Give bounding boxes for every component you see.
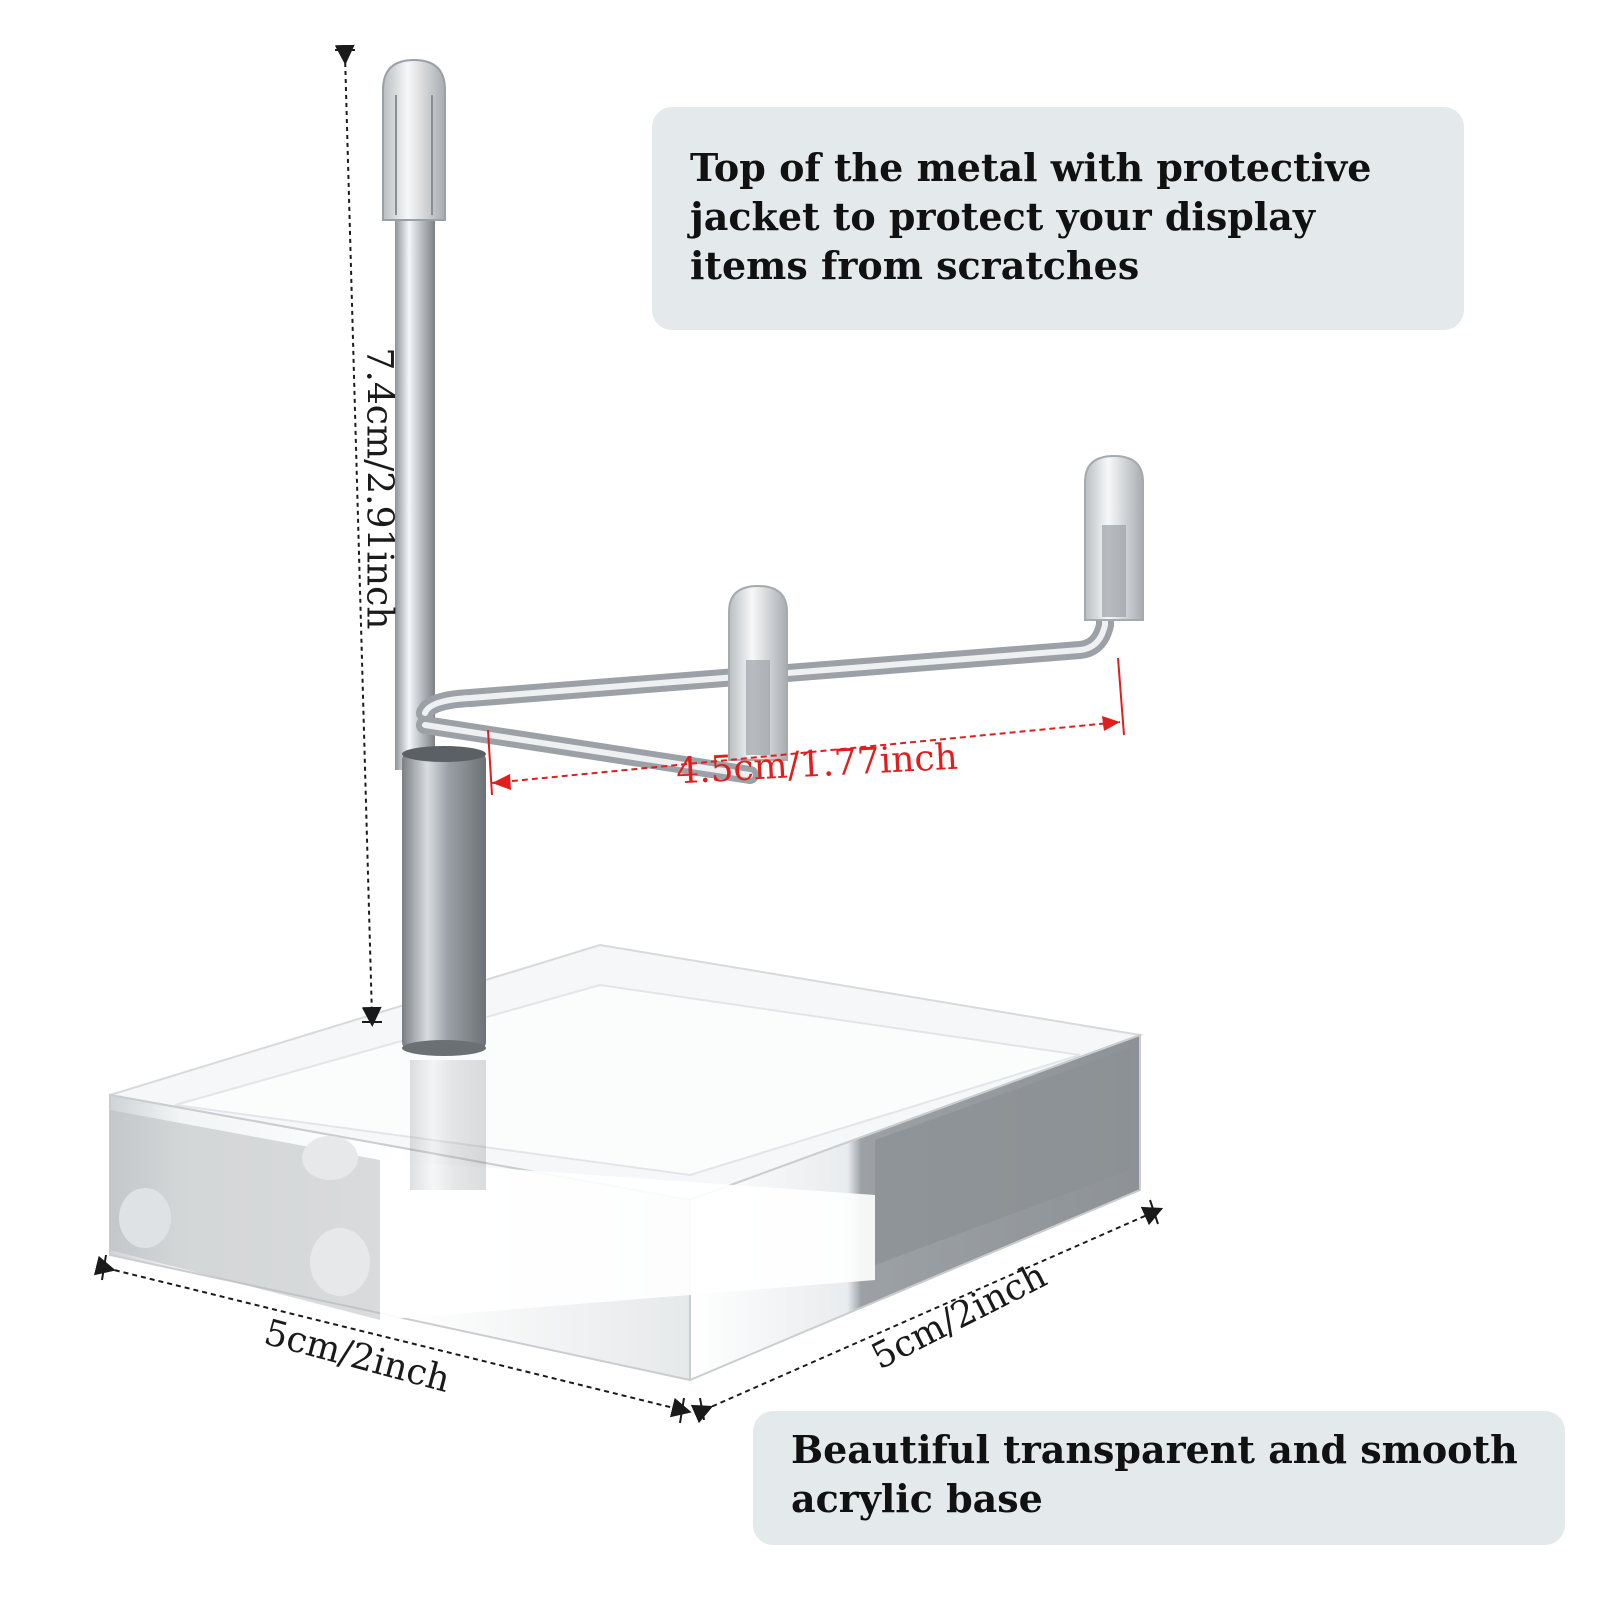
top-feature-callout: Top of the metal with protective jacket … bbox=[652, 107, 1464, 330]
base-right-dimension bbox=[690, 1199, 1164, 1424]
arm-dimension bbox=[487, 657, 1125, 796]
cap-inner-rod bbox=[746, 660, 770, 755]
base-left-dimension bbox=[93, 1254, 692, 1424]
base-foot bbox=[310, 1228, 370, 1296]
rod-sleeve-top bbox=[402, 746, 486, 762]
arm-wire-front-highlight bbox=[422, 722, 753, 778]
height-dimension-line bbox=[334, 44, 382, 1027]
base-feature-text: Beautiful transparent and smooth acrylic… bbox=[791, 1427, 1518, 1521]
top-feature-text: Top of the metal with protective jacket … bbox=[690, 145, 1372, 288]
cap-inner-rod bbox=[1102, 525, 1126, 617]
base-foot bbox=[302, 1136, 358, 1180]
rod-shaft bbox=[395, 200, 435, 770]
rod-reflection bbox=[410, 1060, 486, 1190]
base-feature-callout: Beautiful transparent and smooth acrylic… bbox=[753, 1411, 1565, 1545]
rod-sleeve bbox=[402, 752, 486, 1050]
height-dimension-label: 7.4cm/2.91inch bbox=[358, 347, 400, 630]
arm-dimension-line bbox=[491, 721, 1121, 784]
top-protective-cap bbox=[382, 58, 446, 221]
base-foot bbox=[119, 1188, 171, 1248]
rod-sleeve-bottom bbox=[402, 1040, 486, 1056]
support-arm bbox=[416, 454, 1144, 784]
base-right-dimension-line bbox=[690, 1206, 1164, 1424]
vertical-rod bbox=[382, 58, 486, 1056]
arm-wire-back-highlight bbox=[422, 597, 1108, 716]
height-dimension bbox=[334, 44, 382, 1027]
